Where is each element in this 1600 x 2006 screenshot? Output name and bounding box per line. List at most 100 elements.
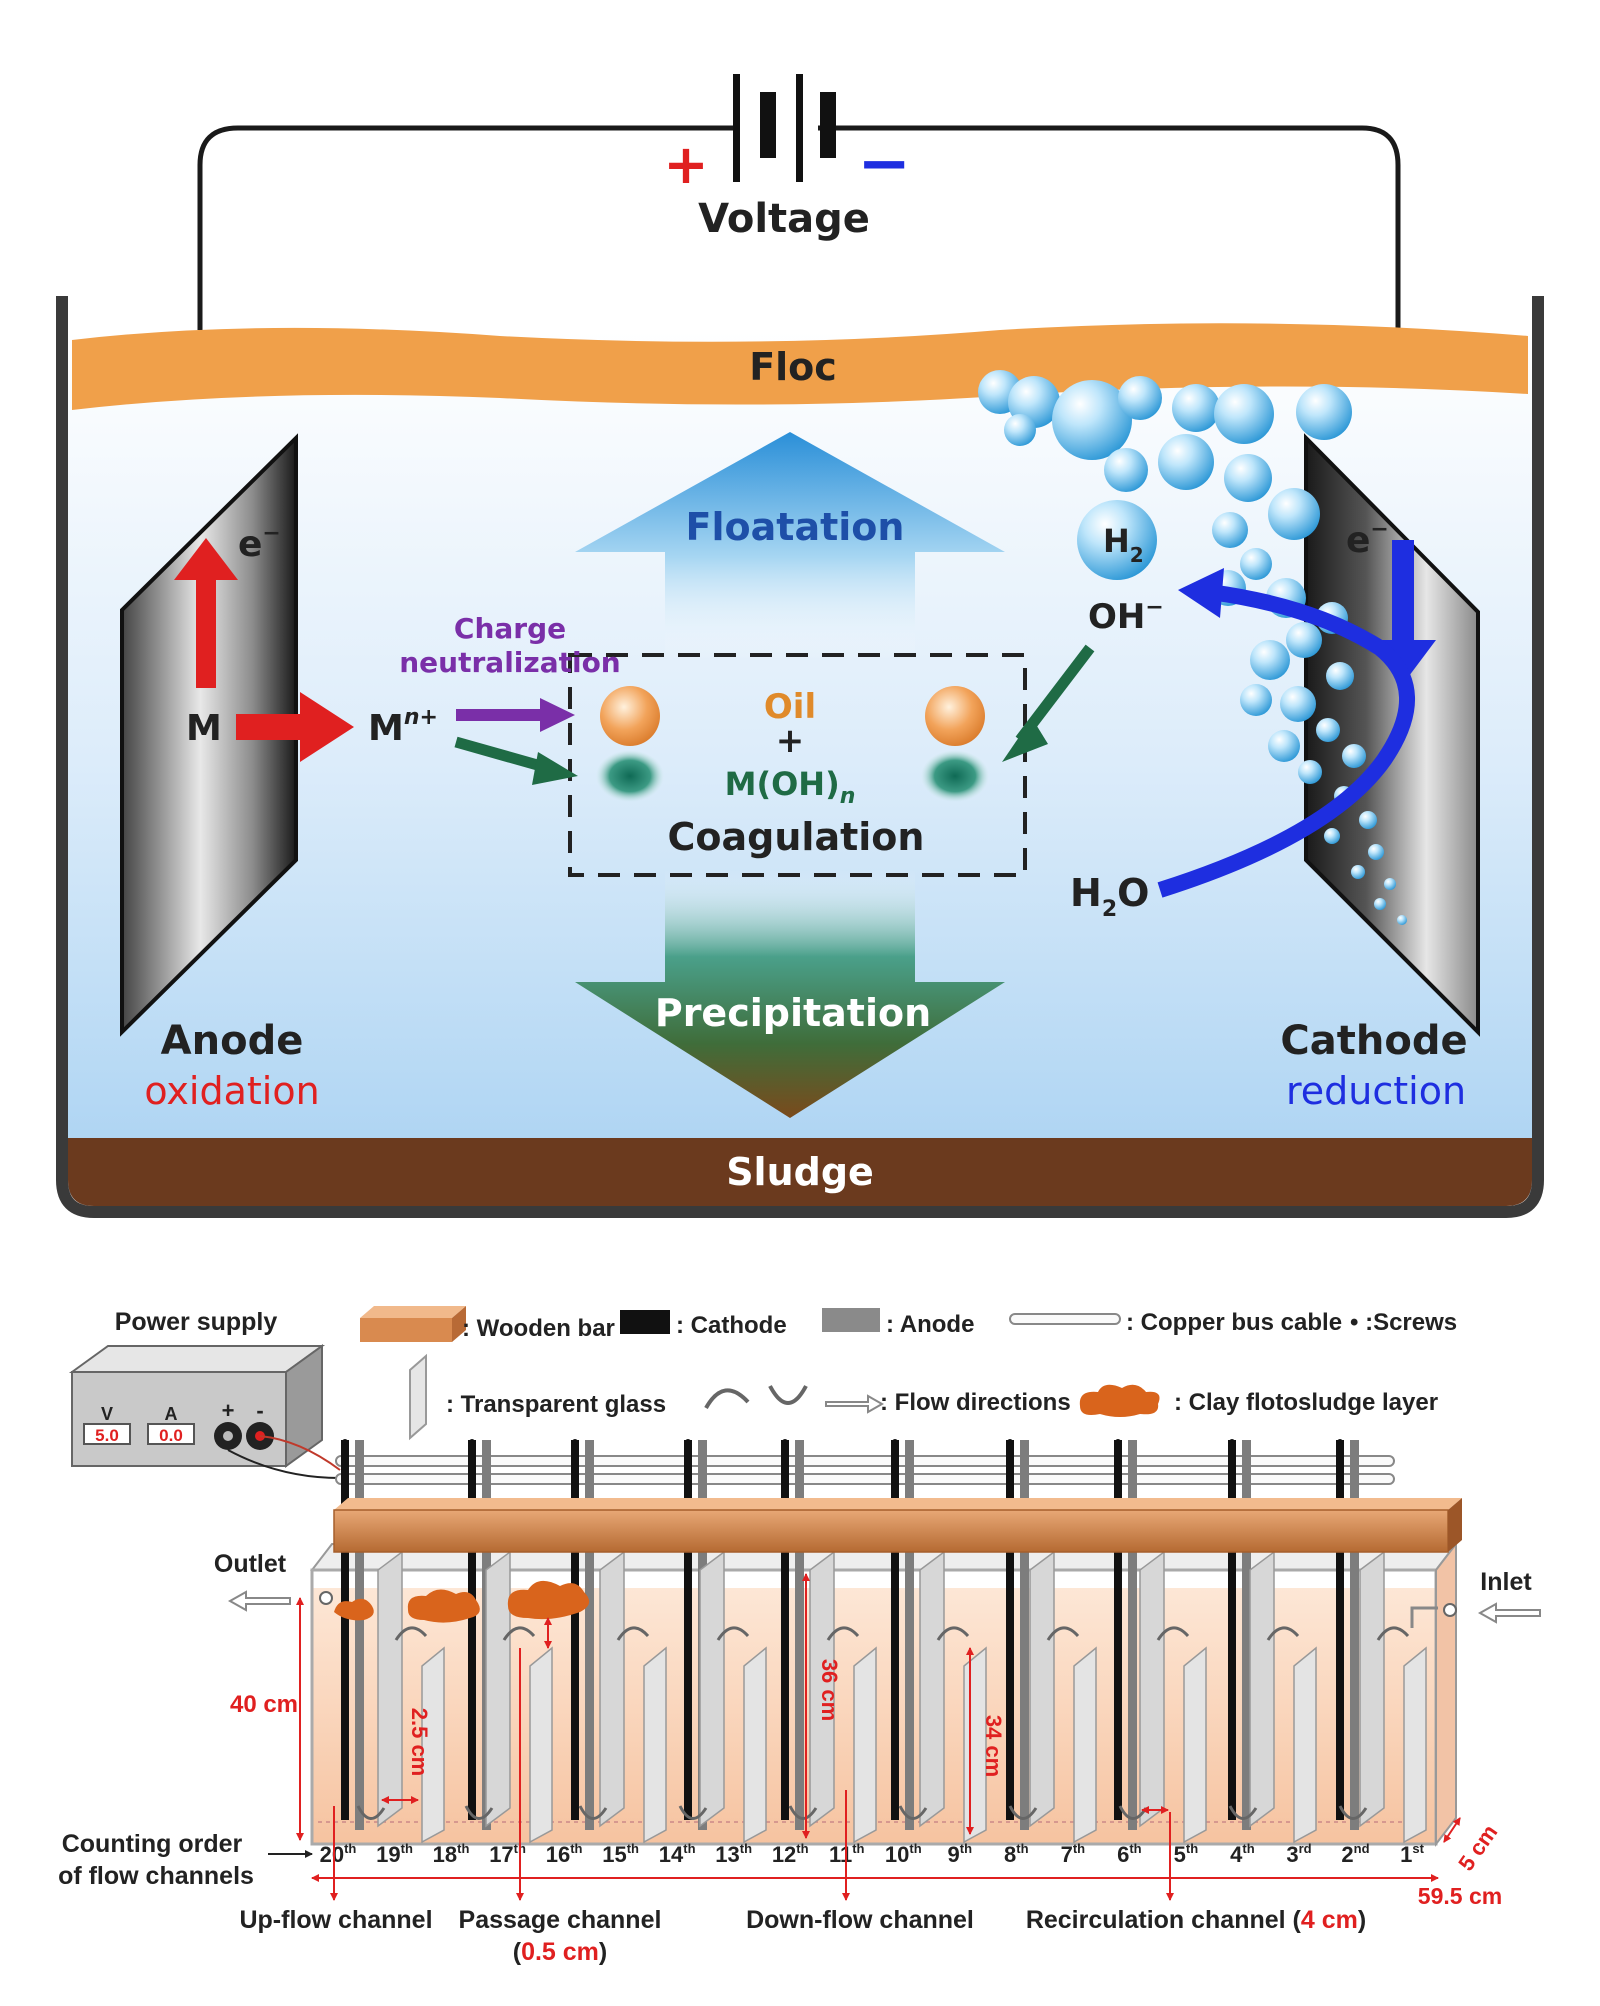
flow-under-icon-10 [1338, 1805, 1368, 1820]
water-label: H2O [1070, 871, 1149, 922]
legend-screws: • :Screws [1350, 1309, 1457, 1336]
channel-number-8: 8th [1004, 1841, 1029, 1867]
flow-arrow-icon-2 [768, 1385, 808, 1405]
dim-5cm: 5 cm [1453, 1820, 1502, 1875]
anode-plate-6 [905, 1440, 914, 1830]
circuit-wire [197, 125, 1401, 552]
oxidation-arrow [236, 692, 354, 762]
counting-label-line1: Counting order [62, 1830, 243, 1858]
cathode-swatch [620, 1310, 670, 1334]
channel-number-14: 14th [659, 1841, 696, 1867]
down-baffle-6 [919, 1550, 945, 1828]
dim-5cm-line [1443, 1817, 1461, 1843]
flow-under-icon-4 [678, 1805, 708, 1820]
cathode-plate-10 [1336, 1440, 1344, 1820]
channel-number-12: 12th [772, 1841, 809, 1867]
hydroxide-arrow-left [454, 736, 550, 774]
flow-under-icon-6 [898, 1805, 928, 1820]
oil-label: Oil [764, 687, 816, 727]
channel-number-6: 6th [1117, 1841, 1142, 1867]
cathode-plate-2 [468, 1440, 476, 1820]
power-supply-label: Power supply [115, 1308, 278, 1336]
legend-anode: : Anode [886, 1311, 974, 1338]
passage-value: (0.5 cm) [513, 1938, 608, 1966]
wooden-bar-end [1448, 1498, 1462, 1552]
floatation-arrow [575, 432, 1005, 660]
dim-59-5cm: 59.5 cm [1418, 1883, 1502, 1909]
volt-label: V [101, 1404, 113, 1424]
up-baffle-2 [529, 1646, 553, 1844]
reduction-arrowhead [1178, 568, 1224, 618]
clay-swatch [1079, 1384, 1160, 1417]
anode-plate [120, 433, 298, 1037]
oil-droplet-left [600, 686, 660, 746]
cathode-plate-3 [571, 1440, 579, 1820]
screw-9 [1229, 1439, 1235, 1445]
down-baffle-3 [599, 1550, 625, 1828]
cathode-plate-8 [1114, 1440, 1122, 1820]
channel-number-2: 2nd [1341, 1841, 1369, 1867]
upflow-label: Up-flow channel [239, 1906, 432, 1934]
clay-layer-3 [507, 1580, 590, 1620]
down-baffle-8 [1139, 1550, 1165, 1828]
flow-over-icon-7 [1046, 1626, 1080, 1641]
down-baffle-2 [485, 1550, 511, 1828]
counting-label-line2: of flow channels [58, 1862, 254, 1890]
coagulation-label: Coagulation [668, 815, 925, 859]
electrode-plates [341, 1439, 1427, 1844]
volt-readout: 5.0 [95, 1426, 119, 1445]
channel-number-4: 4th [1230, 1841, 1255, 1867]
flow-over-icon-1 [394, 1626, 428, 1641]
up-baffle-4 [743, 1646, 767, 1844]
cathode-subtitle: reduction [1286, 1069, 1466, 1113]
legend-copper: : Copper bus cable [1126, 1309, 1342, 1336]
flow-under-icon-7 [1008, 1805, 1038, 1820]
channel-number-15: 15th [602, 1841, 639, 1867]
passage-label: Passage channel [459, 1906, 662, 1934]
up-baffle-3 [643, 1646, 667, 1844]
glass-swatch [409, 1353, 427, 1441]
cathode-electron: e− [1346, 517, 1389, 561]
channel-number-13: 13th [715, 1841, 752, 1867]
tank-wall [56, 296, 1544, 1218]
hydroxide-arrowhead-left [532, 752, 578, 785]
screw-10 [1337, 1439, 1343, 1445]
voltage-label: Voltage [698, 196, 870, 242]
channel-number-3: 3rd [1286, 1841, 1311, 1867]
charge-label-line1: Charge [454, 612, 566, 645]
flow-over-icon-5 [826, 1626, 860, 1641]
screw-4 [685, 1439, 691, 1445]
legend-flow: : Flow directions [880, 1389, 1071, 1416]
plus-label: + [776, 721, 805, 761]
cathode-plate-1 [341, 1440, 349, 1820]
legend-glass: : Transparent glass [446, 1391, 666, 1418]
flow-under-icon-2 [464, 1805, 494, 1820]
coagulation-box [568, 653, 1027, 877]
channel-number-7: 7th [1061, 1841, 1086, 1867]
reactor-side-face [1435, 1541, 1457, 1847]
screw-2 [469, 1439, 475, 1445]
anode-plate-1 [355, 1440, 364, 1830]
channel-number-1: 1st [1400, 1841, 1424, 1867]
reduction-arrow [1157, 584, 1415, 898]
down-baffle-10 [1359, 1550, 1385, 1828]
dim-34cm: 34 cm [981, 1715, 1006, 1777]
screw-6 [892, 1439, 898, 1445]
anode-swatch [822, 1308, 880, 1332]
screw-1 [342, 1439, 348, 1445]
metal-hydroxide-right [921, 750, 989, 802]
power-lead-black [227, 1449, 341, 1479]
channel-number-5: 5th [1174, 1841, 1199, 1867]
up-baffle-1 [421, 1646, 445, 1844]
copper-swatch [1009, 1313, 1121, 1325]
flow-over-icon-6 [936, 1626, 970, 1641]
metal-hydroxide-left [596, 750, 664, 802]
anode-plate-5 [795, 1440, 804, 1830]
hydrogen-bubbles [978, 370, 1407, 925]
precipitation-arrow [575, 870, 1005, 1118]
flow-under-icon-9 [1228, 1805, 1258, 1820]
screw-5 [782, 1439, 788, 1445]
metal-ion-label: Mn+ [368, 705, 438, 749]
recirculation-label: Recirculation channel (4 cm) [1026, 1906, 1366, 1934]
electrocoagulation-diagram: + − Voltage Sludge Floc Floatation Preci… [56, 74, 1544, 1218]
